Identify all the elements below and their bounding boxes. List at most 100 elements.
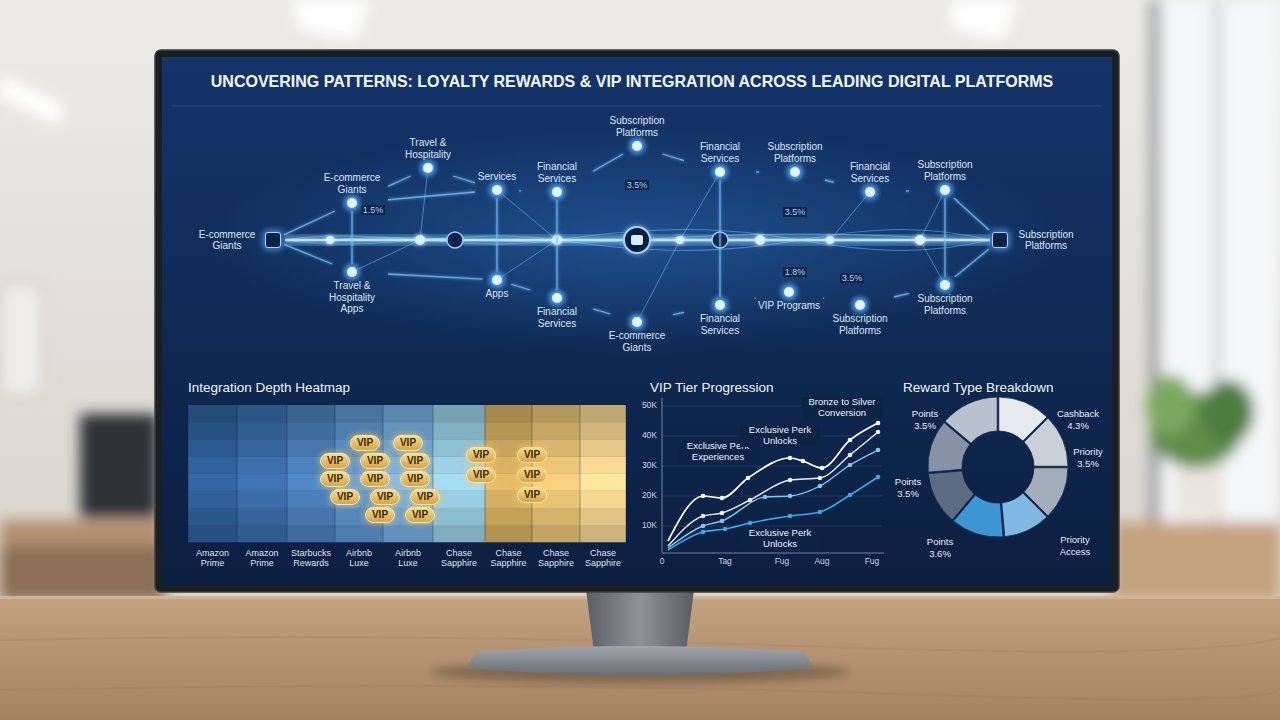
- center-icon: [624, 227, 650, 253]
- heatmap-cell: [580, 525, 626, 542]
- vip-badge: VIP: [466, 447, 496, 463]
- connector: [496, 198, 497, 272]
- connector: [894, 293, 909, 297]
- panel-title: VIP Tier Progression: [650, 380, 774, 396]
- chart-point: [876, 475, 881, 480]
- badge-text: VIP: [412, 509, 428, 521]
- line-chart: [662, 398, 884, 553]
- heatmap-separator: [237, 405, 238, 542]
- cabinet: [1112, 522, 1280, 600]
- node-dot: [940, 280, 950, 290]
- network-illustration: [285, 168, 990, 322]
- axis-label: 50K: [642, 401, 657, 411]
- percent-label: 3.5%: [625, 180, 650, 190]
- vip-badge: VIP: [405, 507, 435, 523]
- connector: [284, 211, 335, 235]
- connector: [511, 284, 530, 290]
- hub-dot: [826, 236, 834, 244]
- badge-text: VIP: [327, 455, 343, 467]
- node-label: E-commerce Giants: [194, 229, 260, 252]
- network-node: Apps: [483, 272, 512, 303]
- heatmap-cell: [188, 439, 237, 456]
- vip-badge: VIP: [360, 453, 390, 469]
- badge-text: VIP: [400, 437, 416, 449]
- connector: [822, 298, 824, 299]
- node-dot: [940, 185, 950, 195]
- annotation: Bronze to Silver Conversion: [802, 397, 882, 419]
- heatmap-cell: [580, 439, 626, 456]
- node-label: Financial Services: [837, 161, 903, 184]
- heatmap-cell: [532, 405, 580, 422]
- axis-label: Tag: [718, 557, 732, 567]
- heatmap-cell: [433, 405, 485, 422]
- connector: [284, 244, 332, 264]
- node-dot: [632, 317, 642, 327]
- spoke-lines: [352, 168, 945, 322]
- network-node: Financial Services: [684, 138, 756, 180]
- chart-point: [763, 495, 768, 500]
- network-node: Subscription Platforms: [909, 156, 981, 198]
- heatmap-cell: [287, 491, 335, 508]
- axis-label: 0: [660, 557, 665, 567]
- heatmap-cell: [237, 422, 287, 439]
- node-label: Travel & Hospitality: [395, 137, 461, 160]
- chart-point: [748, 521, 753, 526]
- heatmap-cell: [433, 422, 485, 439]
- slice-label: Points 3.6%: [927, 536, 953, 560]
- donut-chart: [928, 397, 1068, 537]
- vip-badge: VIP: [370, 489, 400, 505]
- heatmap-cell: [237, 456, 287, 473]
- network-node: Financial Services: [684, 297, 756, 339]
- column-label: Chase Sapphire: [435, 548, 483, 569]
- connector: [593, 154, 623, 171]
- badge-text: VIP: [524, 489, 540, 501]
- node-label: Subscription Platforms: [604, 115, 670, 138]
- network-node: E-commerce Giants: [191, 226, 284, 255]
- monitor-neck: [586, 590, 694, 652]
- annotation: Exclusive Perk Unlocks: [740, 528, 820, 550]
- column-label: Starbucks Rewards: [287, 548, 335, 569]
- hub-dot: [676, 236, 684, 244]
- axis-label: Aug: [814, 557, 829, 567]
- heatmap-cell: [532, 422, 580, 439]
- node-dot: [855, 300, 865, 310]
- chart-axes: [662, 398, 884, 553]
- network-halo: [207, 125, 1067, 355]
- node-label: E-commerce Giants: [319, 172, 385, 195]
- heatmap-cell: [580, 405, 626, 422]
- plant-pot: [1176, 466, 1224, 516]
- node-label: Apps: [486, 288, 509, 300]
- heatmap-cell: [188, 405, 237, 422]
- node-dot: [347, 198, 357, 208]
- heatmap-cell: [237, 491, 287, 508]
- heatmap-cell: [188, 474, 237, 491]
- heatmap-cell: [383, 405, 433, 422]
- heatmap-cell: [335, 525, 383, 542]
- network-node: VIP Programs: [755, 284, 823, 315]
- heatmap-cell: [335, 405, 383, 422]
- panel-title: Reward Type Breakdown: [903, 380, 1054, 396]
- heatmap-cell: [287, 405, 335, 422]
- heatmap-cell: [188, 456, 237, 473]
- background-desk: [0, 520, 165, 546]
- hub-icon: [447, 232, 463, 248]
- node-dot: [552, 293, 562, 303]
- chart-point: [848, 493, 853, 498]
- badge-text: VIP: [524, 449, 540, 461]
- donut-slice: [945, 397, 997, 443]
- axis-label: 20K: [642, 491, 657, 501]
- node-label: VIP Programs: [758, 300, 820, 312]
- chart-point: [820, 466, 825, 471]
- heatmap-cell: [485, 422, 532, 439]
- chart-point: [876, 448, 881, 453]
- node-label: Subscription Platforms: [762, 141, 828, 164]
- hub-dot: [415, 235, 425, 245]
- vip-badge: VIP: [393, 435, 423, 451]
- blurred-office: [0, 0, 1280, 601]
- chart-point: [748, 498, 753, 503]
- heatmap-cell: [287, 508, 335, 525]
- heatmap-cell: [237, 405, 287, 422]
- badge-text: VIP: [407, 473, 423, 485]
- node-label: Subscription Platforms: [912, 293, 978, 316]
